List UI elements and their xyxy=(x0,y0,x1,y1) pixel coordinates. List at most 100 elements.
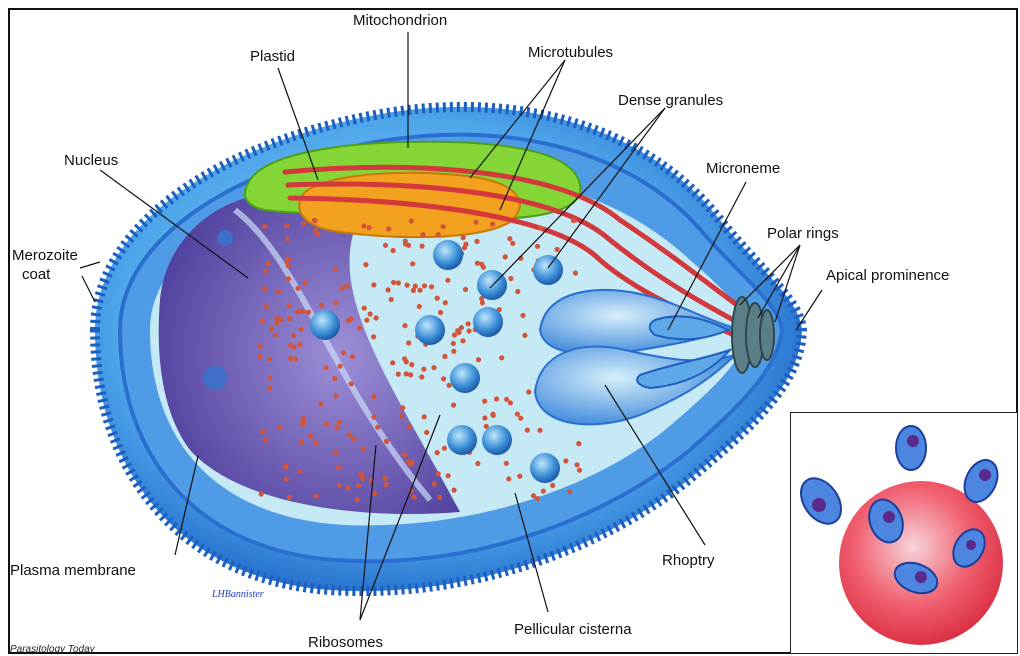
label-microtubules: Microtubules xyxy=(528,44,613,62)
ribosome-dot xyxy=(384,439,389,444)
ribosome-dot xyxy=(314,440,319,445)
ribosome-dot xyxy=(257,344,262,349)
ribosome-dot xyxy=(277,425,282,430)
ribosome-dot xyxy=(356,483,361,488)
ribosome-dot xyxy=(436,471,441,476)
ribosome-dot xyxy=(490,222,495,227)
ribosome-dot xyxy=(364,318,369,323)
ribosome-dot xyxy=(406,424,411,429)
ribosome-dot xyxy=(338,364,343,369)
ribosome-dot xyxy=(266,261,271,266)
ribosome-dot xyxy=(538,226,543,231)
ribosome-dot xyxy=(402,323,407,328)
dense-granule xyxy=(530,453,560,483)
ribosome-dot xyxy=(360,476,365,481)
ribosome-dot xyxy=(403,242,408,247)
ribosome-dot xyxy=(341,350,346,355)
ribosome-dot xyxy=(517,474,522,479)
ribosome-dot xyxy=(336,465,341,470)
ribosome-dot xyxy=(367,225,372,230)
ribosome-dot xyxy=(431,365,436,370)
ribosome-dot xyxy=(541,489,546,494)
ribosome-dot xyxy=(383,243,388,248)
ribosome-dot xyxy=(443,300,448,305)
ribosome-dot xyxy=(402,452,407,457)
ribosome-dot xyxy=(347,432,352,437)
red-blood-cell xyxy=(839,481,1003,645)
ribosome-dot xyxy=(429,284,434,289)
ribosome-dot xyxy=(417,288,422,293)
artist-signature: LHBannister xyxy=(212,589,264,600)
ribosome-dot xyxy=(285,237,290,242)
ribosome-dot xyxy=(475,261,480,266)
ribosome-dot xyxy=(441,376,446,381)
ribosome-dot xyxy=(475,461,480,466)
label-dense-granules: Dense granules xyxy=(618,92,723,110)
ribosome-dot xyxy=(422,414,427,419)
ribosome-dot xyxy=(504,461,509,466)
ribosome-dot xyxy=(525,428,530,433)
ribosome-dot xyxy=(573,270,578,275)
ribosome-dot xyxy=(520,313,525,318)
ribosome-dot xyxy=(345,485,350,490)
ribosome-dot xyxy=(276,289,281,294)
ribosome-dot xyxy=(368,311,373,316)
ribosome-dot xyxy=(399,414,404,419)
ribosome-dot xyxy=(293,356,298,361)
ribosome-dot xyxy=(349,381,354,386)
label-mitochondrion: Mitochondrion xyxy=(353,12,447,30)
ribosome-dot xyxy=(507,236,512,241)
ribosome-dot xyxy=(522,333,527,338)
ribosome-dot xyxy=(371,394,376,399)
ribosome-dot xyxy=(333,300,338,305)
ribosome-dot xyxy=(267,375,272,380)
ribosome-dot xyxy=(371,414,376,419)
label-ribosomes: Ribosomes xyxy=(308,634,383,652)
ribosome-dot xyxy=(460,338,465,343)
ribosome-dot xyxy=(339,286,344,291)
ribosome-dot xyxy=(323,365,328,370)
ribosome-dot xyxy=(459,325,464,330)
ribosome-dot xyxy=(333,393,338,398)
ribosome-dot xyxy=(411,288,416,293)
ribosome-dot xyxy=(302,221,307,226)
ribosome-dot xyxy=(405,283,410,288)
ribosome-dot xyxy=(355,497,360,502)
ribosome-dot xyxy=(288,343,293,348)
ribosome-dot xyxy=(318,402,323,407)
dense-granule xyxy=(310,310,340,340)
ribosome-dot xyxy=(571,218,576,223)
ribosome-dot xyxy=(432,482,437,487)
label-rhoptry: Rhoptry xyxy=(662,552,715,570)
ribosome-dot xyxy=(499,355,504,360)
ribosome-dot xyxy=(371,282,376,287)
ribosome-dot xyxy=(287,495,292,500)
ribosome-dot xyxy=(417,304,422,309)
ribosome-dot xyxy=(269,326,274,331)
ribosome-dot xyxy=(437,495,442,500)
ribosome-dot xyxy=(451,403,456,408)
ribosome-dot xyxy=(409,218,414,223)
label-polar-rings: Polar rings xyxy=(767,225,839,243)
ribosome-dot xyxy=(474,239,479,244)
ribosome-dot xyxy=(351,436,356,441)
dense-granule xyxy=(473,307,503,337)
ribosome-dot xyxy=(313,218,318,223)
ribosome-dot xyxy=(296,286,301,291)
ribosome-dot xyxy=(424,430,429,435)
ribosome-dot xyxy=(288,356,293,361)
ribosome-dot xyxy=(372,491,377,496)
ribosome-dot xyxy=(438,310,443,315)
ribosome-dot xyxy=(508,276,513,281)
dense-granule xyxy=(415,315,445,345)
ribosome-dot xyxy=(298,327,303,332)
ribosome-dot xyxy=(287,316,292,321)
ribosome-dot xyxy=(267,386,272,391)
ribosome-dot xyxy=(445,278,450,283)
ribosome-dot xyxy=(297,469,302,474)
credit-text: Parasitology Today xyxy=(10,644,95,655)
ribosome-dot xyxy=(390,360,395,365)
ribosome-dot xyxy=(563,458,568,463)
ribosome-dot xyxy=(476,357,481,362)
